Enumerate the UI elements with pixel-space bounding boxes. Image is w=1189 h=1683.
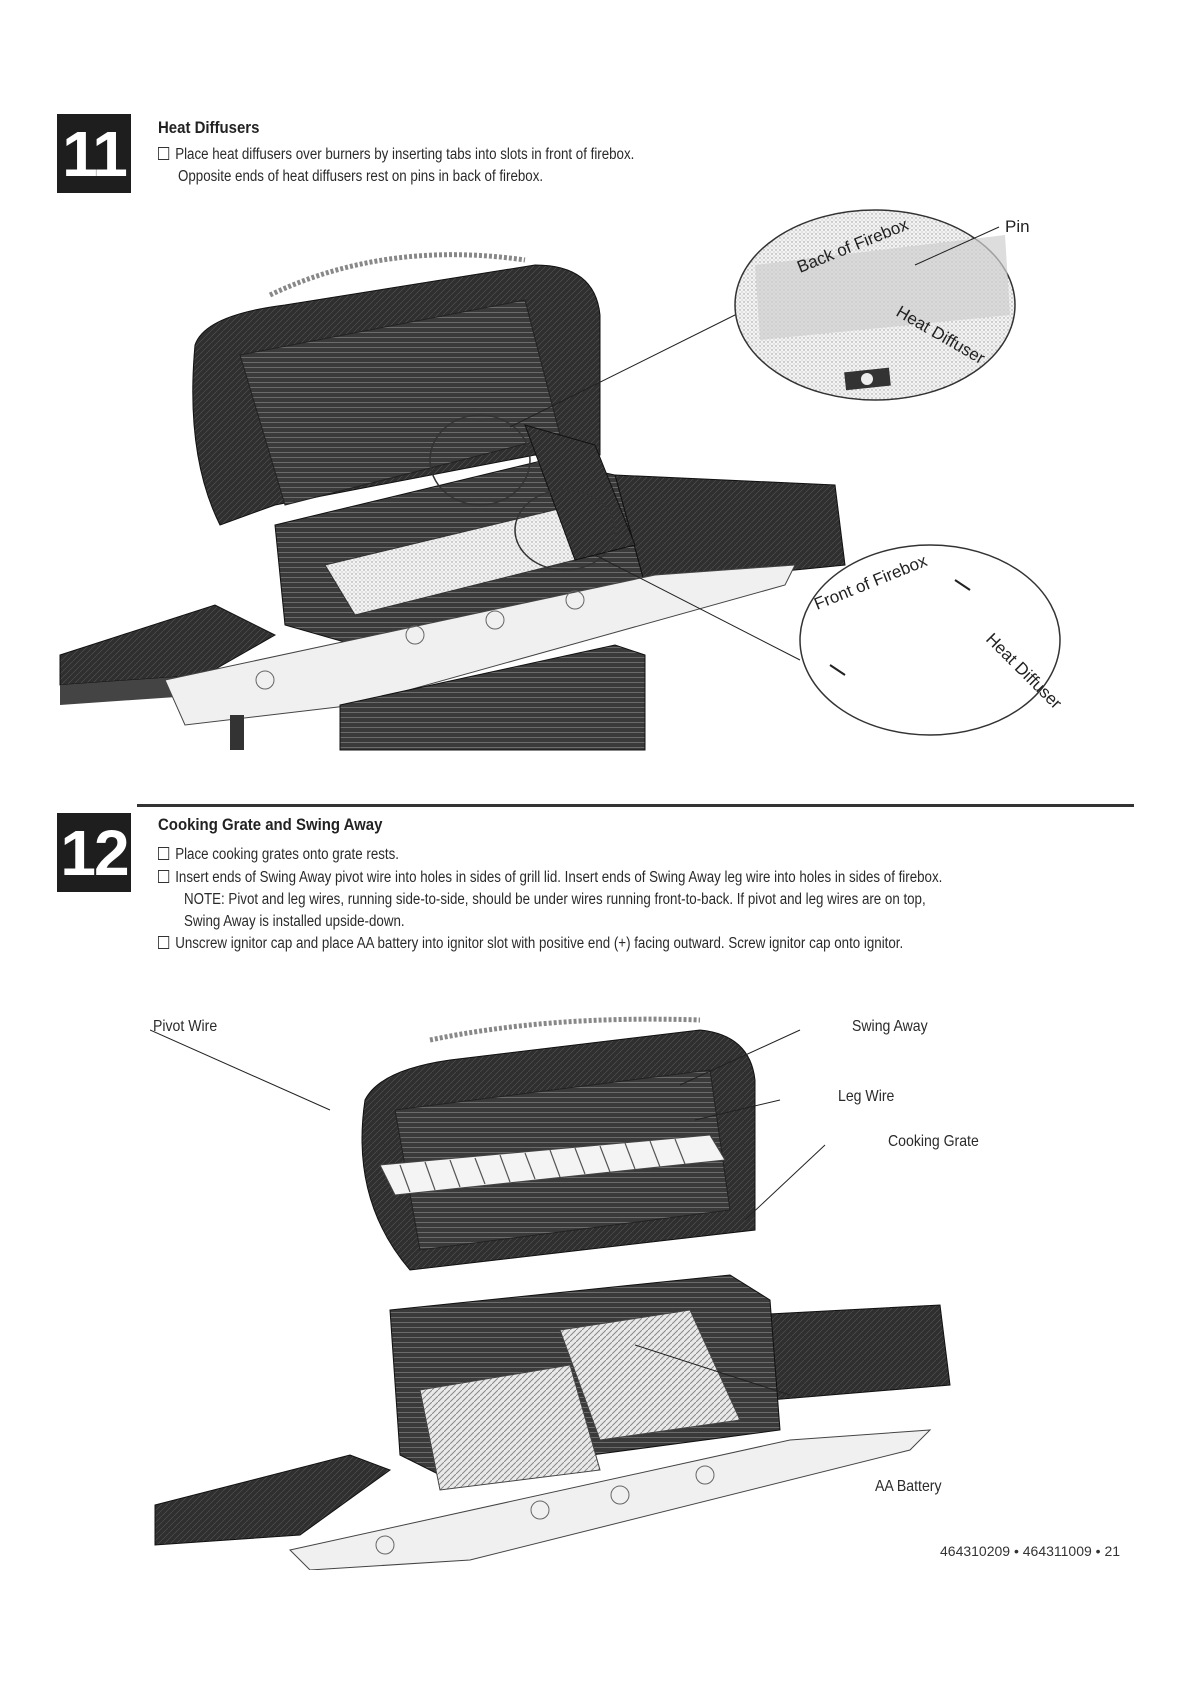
page-footer: 464310209 • 464311009 • 21 bbox=[940, 1543, 1121, 1559]
step-12-note-line-2: Swing Away is installed upside-down. bbox=[184, 913, 405, 930]
step-12-instruction-3: Unscrew ignitor cap and place AA battery… bbox=[158, 935, 903, 953]
step-12-title: Cooking Grate and Swing Away bbox=[158, 815, 383, 834]
callout-swing-away: Swing Away bbox=[852, 1018, 928, 1035]
checkbox-icon bbox=[158, 936, 170, 949]
step-12-instruction-2: Insert ends of Swing Away pivot wire int… bbox=[158, 869, 942, 887]
step-12-grill-illustration bbox=[150, 1016, 951, 1570]
callout-cooking-grate: Cooking Grate bbox=[888, 1133, 979, 1150]
checkbox-icon bbox=[158, 870, 170, 883]
section-divider bbox=[137, 804, 1134, 807]
callout-pivot-wire: Pivot Wire bbox=[153, 1018, 218, 1035]
step-11-title: Heat Diffusers bbox=[158, 118, 260, 137]
checkbox-icon bbox=[158, 847, 170, 860]
step-11-number: 11 bbox=[57, 114, 131, 193]
step-12-note-line-1: NOTE: Pivot and leg wires, running side-… bbox=[184, 891, 926, 908]
callout-aa-battery: AA Battery bbox=[875, 1478, 942, 1495]
callout-pin: Pin bbox=[1005, 217, 1030, 236]
step-11-instruction-2: Opposite ends of heat diffusers rest on … bbox=[178, 168, 544, 185]
step-11-grill-illustration: Back of Firebox Pin Heat Diffuser Front … bbox=[59, 209, 1066, 751]
callout-leg-wire: Leg Wire bbox=[838, 1088, 895, 1105]
step-12-instruction-1: Place cooking grates onto grate rests. bbox=[158, 846, 399, 864]
checkbox-icon bbox=[158, 147, 170, 160]
step-12-number: 12 bbox=[57, 813, 131, 892]
step-11-instruction-1: Place heat diffusers over burners by ins… bbox=[158, 146, 634, 164]
